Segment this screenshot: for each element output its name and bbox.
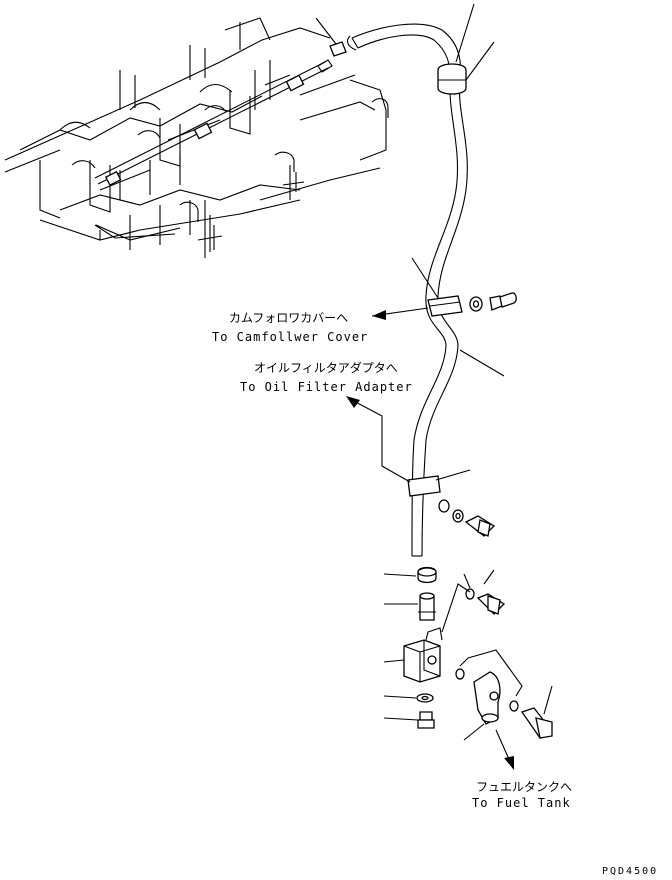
camfollower-label-en: To Camfollwer Cover: [212, 330, 368, 344]
oilfilter-label-jp: オイルフィルタアダプタへ: [254, 360, 398, 375]
fitting-parts: [383, 566, 553, 741]
camfollower-arrow: [371, 307, 429, 320]
drawing-code: PQD4500: [602, 866, 658, 877]
clamp-bolt-upper: [469, 292, 517, 312]
fueltank-label-jp: フュエルタンクへ: [476, 780, 572, 794]
fueltank-label-en: To Fuel Tank: [472, 796, 571, 810]
oil-hose: [346, 3, 505, 557]
fueltank-arrow: [495, 729, 514, 770]
oilfilter-label-en: To Oil Filter Adapter: [240, 380, 413, 394]
engine-head-illustration: [4, 17, 389, 258]
oilfilter-arrow: [346, 396, 411, 483]
clamp-bolt-lower: [438, 499, 496, 537]
camfollower-label-jp: カムフォロワカバーへ: [229, 311, 348, 325]
